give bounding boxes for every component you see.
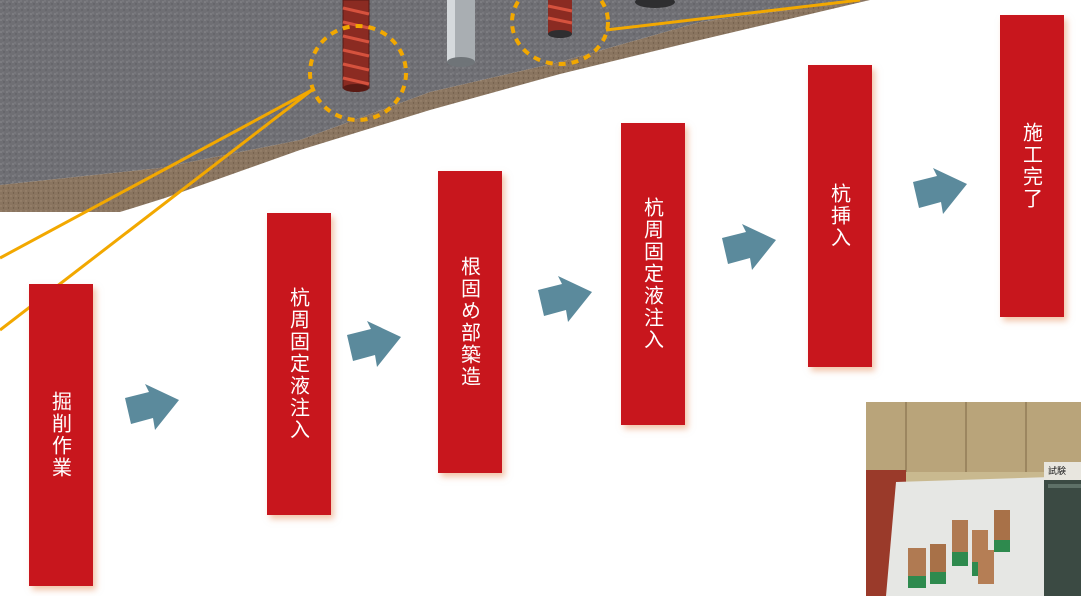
step-base-construction-label: 根固め部築造 [457, 256, 482, 388]
test-sample-photo: 試験 [866, 402, 1081, 596]
soil-strip [0, 0, 870, 212]
arrow-right-icon [913, 168, 967, 214]
step-pile-fixing-liquid-2-label: 杭周固定液注入 [640, 197, 665, 351]
step-completion-label: 施工完了 [1019, 122, 1044, 210]
sign-board-title: 試験 [1048, 467, 1067, 477]
step-pile-insertion-label: 杭挿入 [827, 183, 852, 249]
arrow-right-icon [125, 384, 179, 430]
arrow-right-icon [347, 321, 401, 367]
arrow-right-icon [538, 276, 592, 322]
step-completion: 施工完了 [1000, 15, 1064, 317]
step-excavation: 掘削作業 [29, 284, 93, 586]
pile-column-steel [447, 0, 475, 67]
highlight-circle-2 [510, 0, 610, 66]
pile-column-2 [547, 0, 573, 38]
pile-column-3 [635, 0, 675, 8]
highlight-circle-1 [308, 24, 408, 122]
pile-column-1 [342, 0, 370, 92]
sample-cylinders [908, 510, 1010, 588]
step-base-construction: 根固め部築造 [438, 171, 502, 473]
step-pile-fixing-liquid-1-label: 杭周固定液注入 [286, 287, 311, 441]
arrow-right-icon [722, 224, 776, 270]
ground-mass [0, 0, 860, 185]
step-excavation-label: 掘削作業 [48, 391, 73, 479]
step-pile-fixing-liquid-2: 杭周固定液注入 [621, 123, 685, 425]
step-pile-insertion: 杭挿入 [808, 65, 872, 367]
step-pile-fixing-liquid-1: 杭周固定液注入 [267, 213, 331, 515]
